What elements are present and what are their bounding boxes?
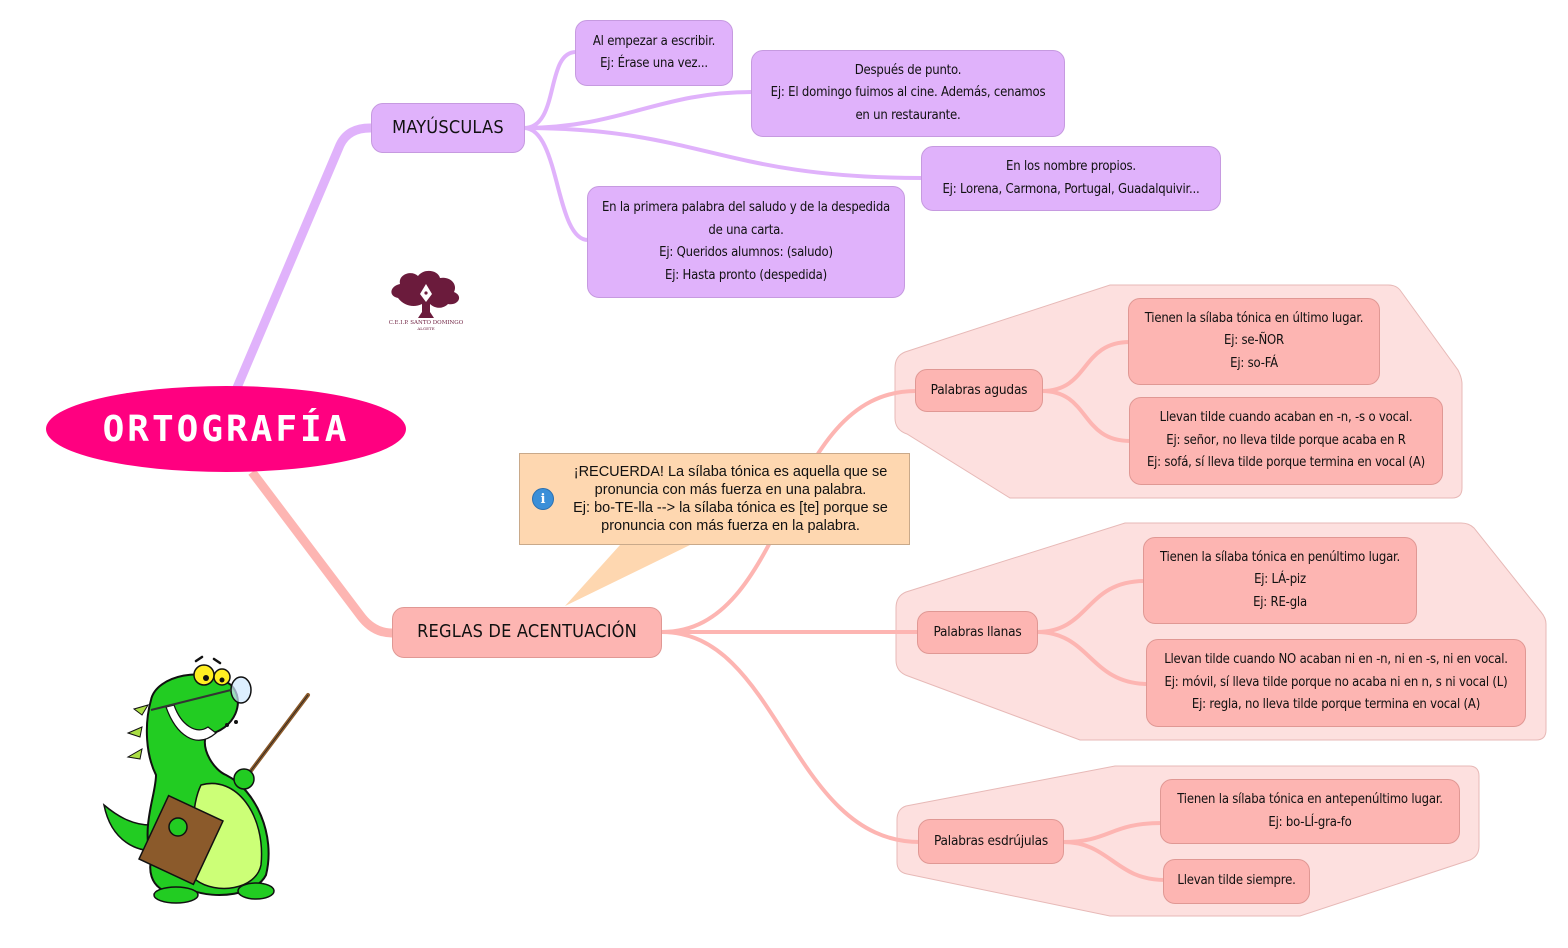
info-icon: i xyxy=(532,488,554,510)
topic-reglas-acentuacion[interactable]: REGLAS DE ACENTUACIÓN xyxy=(392,607,662,658)
text-line: Ej: regla, no lleva tilde porque termina… xyxy=(1191,697,1481,713)
link-central-mayusculas xyxy=(231,123,372,392)
topic-mayusculas-label: MAYÚSCULAS xyxy=(392,116,504,138)
text-line: Llevan tilde cuando NO acaban ni en -n, … xyxy=(1164,652,1508,668)
text-line: Ej: bo-LÍ-gra-fo xyxy=(1268,814,1352,830)
text-line: Ej: RE-gla xyxy=(1253,594,1307,610)
text-line: de una carta. xyxy=(708,222,784,238)
tree-pen-icon xyxy=(391,270,460,318)
text-line: Ej: Hasta pronto (despedida) xyxy=(665,267,827,283)
link-llanas-1 xyxy=(1036,579,1146,634)
central-topic[interactable]: ORTOGRAFÍA xyxy=(46,386,406,472)
topic-palabras-agudas[interactable]: Palabras agudas xyxy=(915,369,1043,412)
topic-palabras-esdrujulas[interactable]: Palabras esdrújulas xyxy=(918,819,1064,864)
subtopic-mayusculas-3[interactable]: En los nombre propios. Ej: Lorena, Carmo… xyxy=(921,146,1221,211)
note-line: pronuncia con más fuerza en una palabra. xyxy=(594,482,867,498)
text-line: Ej: sofá, sí lleva tilde porque termina … xyxy=(1146,455,1426,471)
central-topic-label: ORTOGRAFÍA xyxy=(102,408,350,450)
link-may-3 xyxy=(523,126,923,180)
subtopic-llanas-2[interactable]: Llevan tilde cuando NO acaban ni en -n, … xyxy=(1146,639,1526,727)
subtopic-mayusculas-2[interactable]: Después de punto. Ej: El domingo fuimos … xyxy=(751,50,1065,137)
text-line: Llevan tilde cuando acaban en -n, -s o v… xyxy=(1159,410,1413,426)
note-text: ¡RECUERDA! La sílaba tónica es aquella q… xyxy=(560,463,909,535)
text-line: Tienen la sílaba tónica en penúltimo lug… xyxy=(1160,549,1400,565)
text-line: Llevan tilde siempre. xyxy=(1177,873,1296,889)
text-line: Ej: Lorena, Carmona, Portugal, Guadalqui… xyxy=(942,181,1200,197)
topic-palabras-llanas[interactable]: Palabras llanas xyxy=(917,611,1038,654)
note-line: pronuncia con más fuerza en la palabra. xyxy=(601,518,860,534)
link-agudas-1 xyxy=(1041,340,1131,393)
text-line: Ej: El domingo fuimos al cine. Además, c… xyxy=(770,85,1046,101)
text-line: Ej: so-FÁ xyxy=(1230,355,1278,371)
subtopic-esdrujulas-2[interactable]: Llevan tilde siempre. xyxy=(1163,859,1310,904)
topic-mayusculas[interactable]: MAYÚSCULAS xyxy=(371,103,525,153)
link-may-1 xyxy=(523,50,577,130)
text-line: Después de punto. xyxy=(854,62,962,78)
school-logo: C.E.I.P. SANTO DOMINGO ALGETE xyxy=(384,266,468,336)
subtopic-agudas-1[interactable]: Tienen la sílaba tónica en último lugar.… xyxy=(1128,298,1380,385)
link-may-2 xyxy=(523,90,753,130)
note-line: ¡RECUERDA! La sílaba tónica es aquella q… xyxy=(573,464,888,480)
text-line: Al empezar a escribir. xyxy=(592,33,716,49)
text-line: Ej: señor, no lleva tilde porque acaba e… xyxy=(1166,432,1406,448)
note-callout-pointer xyxy=(565,545,690,606)
link-may-4 xyxy=(523,126,589,242)
subtopic-mayusculas-1[interactable]: Al empezar a escribir. Ej: Érase una vez… xyxy=(575,20,733,86)
subtopic-llanas-1[interactable]: Tienen la sílaba tónica en penúltimo lug… xyxy=(1143,537,1417,624)
link-esdr-2 xyxy=(1062,840,1166,882)
text-line: Tienen la sílaba tónica en antepenúltimo… xyxy=(1177,792,1443,807)
subtopic-agudas-2[interactable]: Llevan tilde cuando acaban en -n, -s o v… xyxy=(1129,397,1443,485)
text-line: Ej: móvil, sí lleva tilde porque no acab… xyxy=(1164,674,1508,690)
link-acc-esdrujulas xyxy=(661,630,921,844)
topic-palabras-agudas-label: Palabras agudas xyxy=(930,382,1028,399)
book xyxy=(138,794,224,886)
link-central-acentuacion xyxy=(248,469,393,638)
text-line: Ej: Érase una vez... xyxy=(600,56,708,71)
logo-subtitle: ALGETE xyxy=(417,326,435,331)
topic-palabras-llanas-label: Palabras llanas xyxy=(933,624,1022,641)
dinosaur-teacher-illustration xyxy=(102,655,310,904)
topic-reglas-acentuacion-label: REGLAS DE ACENTUACIÓN xyxy=(417,621,637,643)
text-line: Ej: LÁ-piz xyxy=(1254,572,1306,588)
text-line: En los nombre propios. xyxy=(1006,159,1136,174)
text-line: Ej: Queridos alumnos: (saludo) xyxy=(659,245,833,260)
logo-title: C.E.I.P. SANTO DOMINGO xyxy=(388,320,464,326)
text-line: en un restaurante. xyxy=(855,107,961,123)
subtopic-esdrujulas-1[interactable]: Tienen la sílaba tónica en antepenúltimo… xyxy=(1160,779,1460,844)
topic-palabras-esdrujulas-label: Palabras esdrújulas xyxy=(934,833,1048,850)
note-line: Ej: bo-TE-lla --> la sílaba tónica es [t… xyxy=(573,500,888,516)
glasses xyxy=(230,676,252,704)
text-line: Ej: se-ÑOR xyxy=(1224,333,1284,349)
subtopic-mayusculas-4[interactable]: En la primera palabra del saludo y de la… xyxy=(587,186,905,298)
text-line: En la primera palabra del saludo y de la… xyxy=(601,200,891,215)
recuerda-note[interactable]: i ¡RECUERDA! La sílaba tónica es aquella… xyxy=(519,453,910,545)
link-agudas-2 xyxy=(1041,389,1131,443)
link-llanas-2 xyxy=(1036,630,1149,686)
text-line: Tienen la sílaba tónica en último lugar. xyxy=(1144,310,1364,326)
